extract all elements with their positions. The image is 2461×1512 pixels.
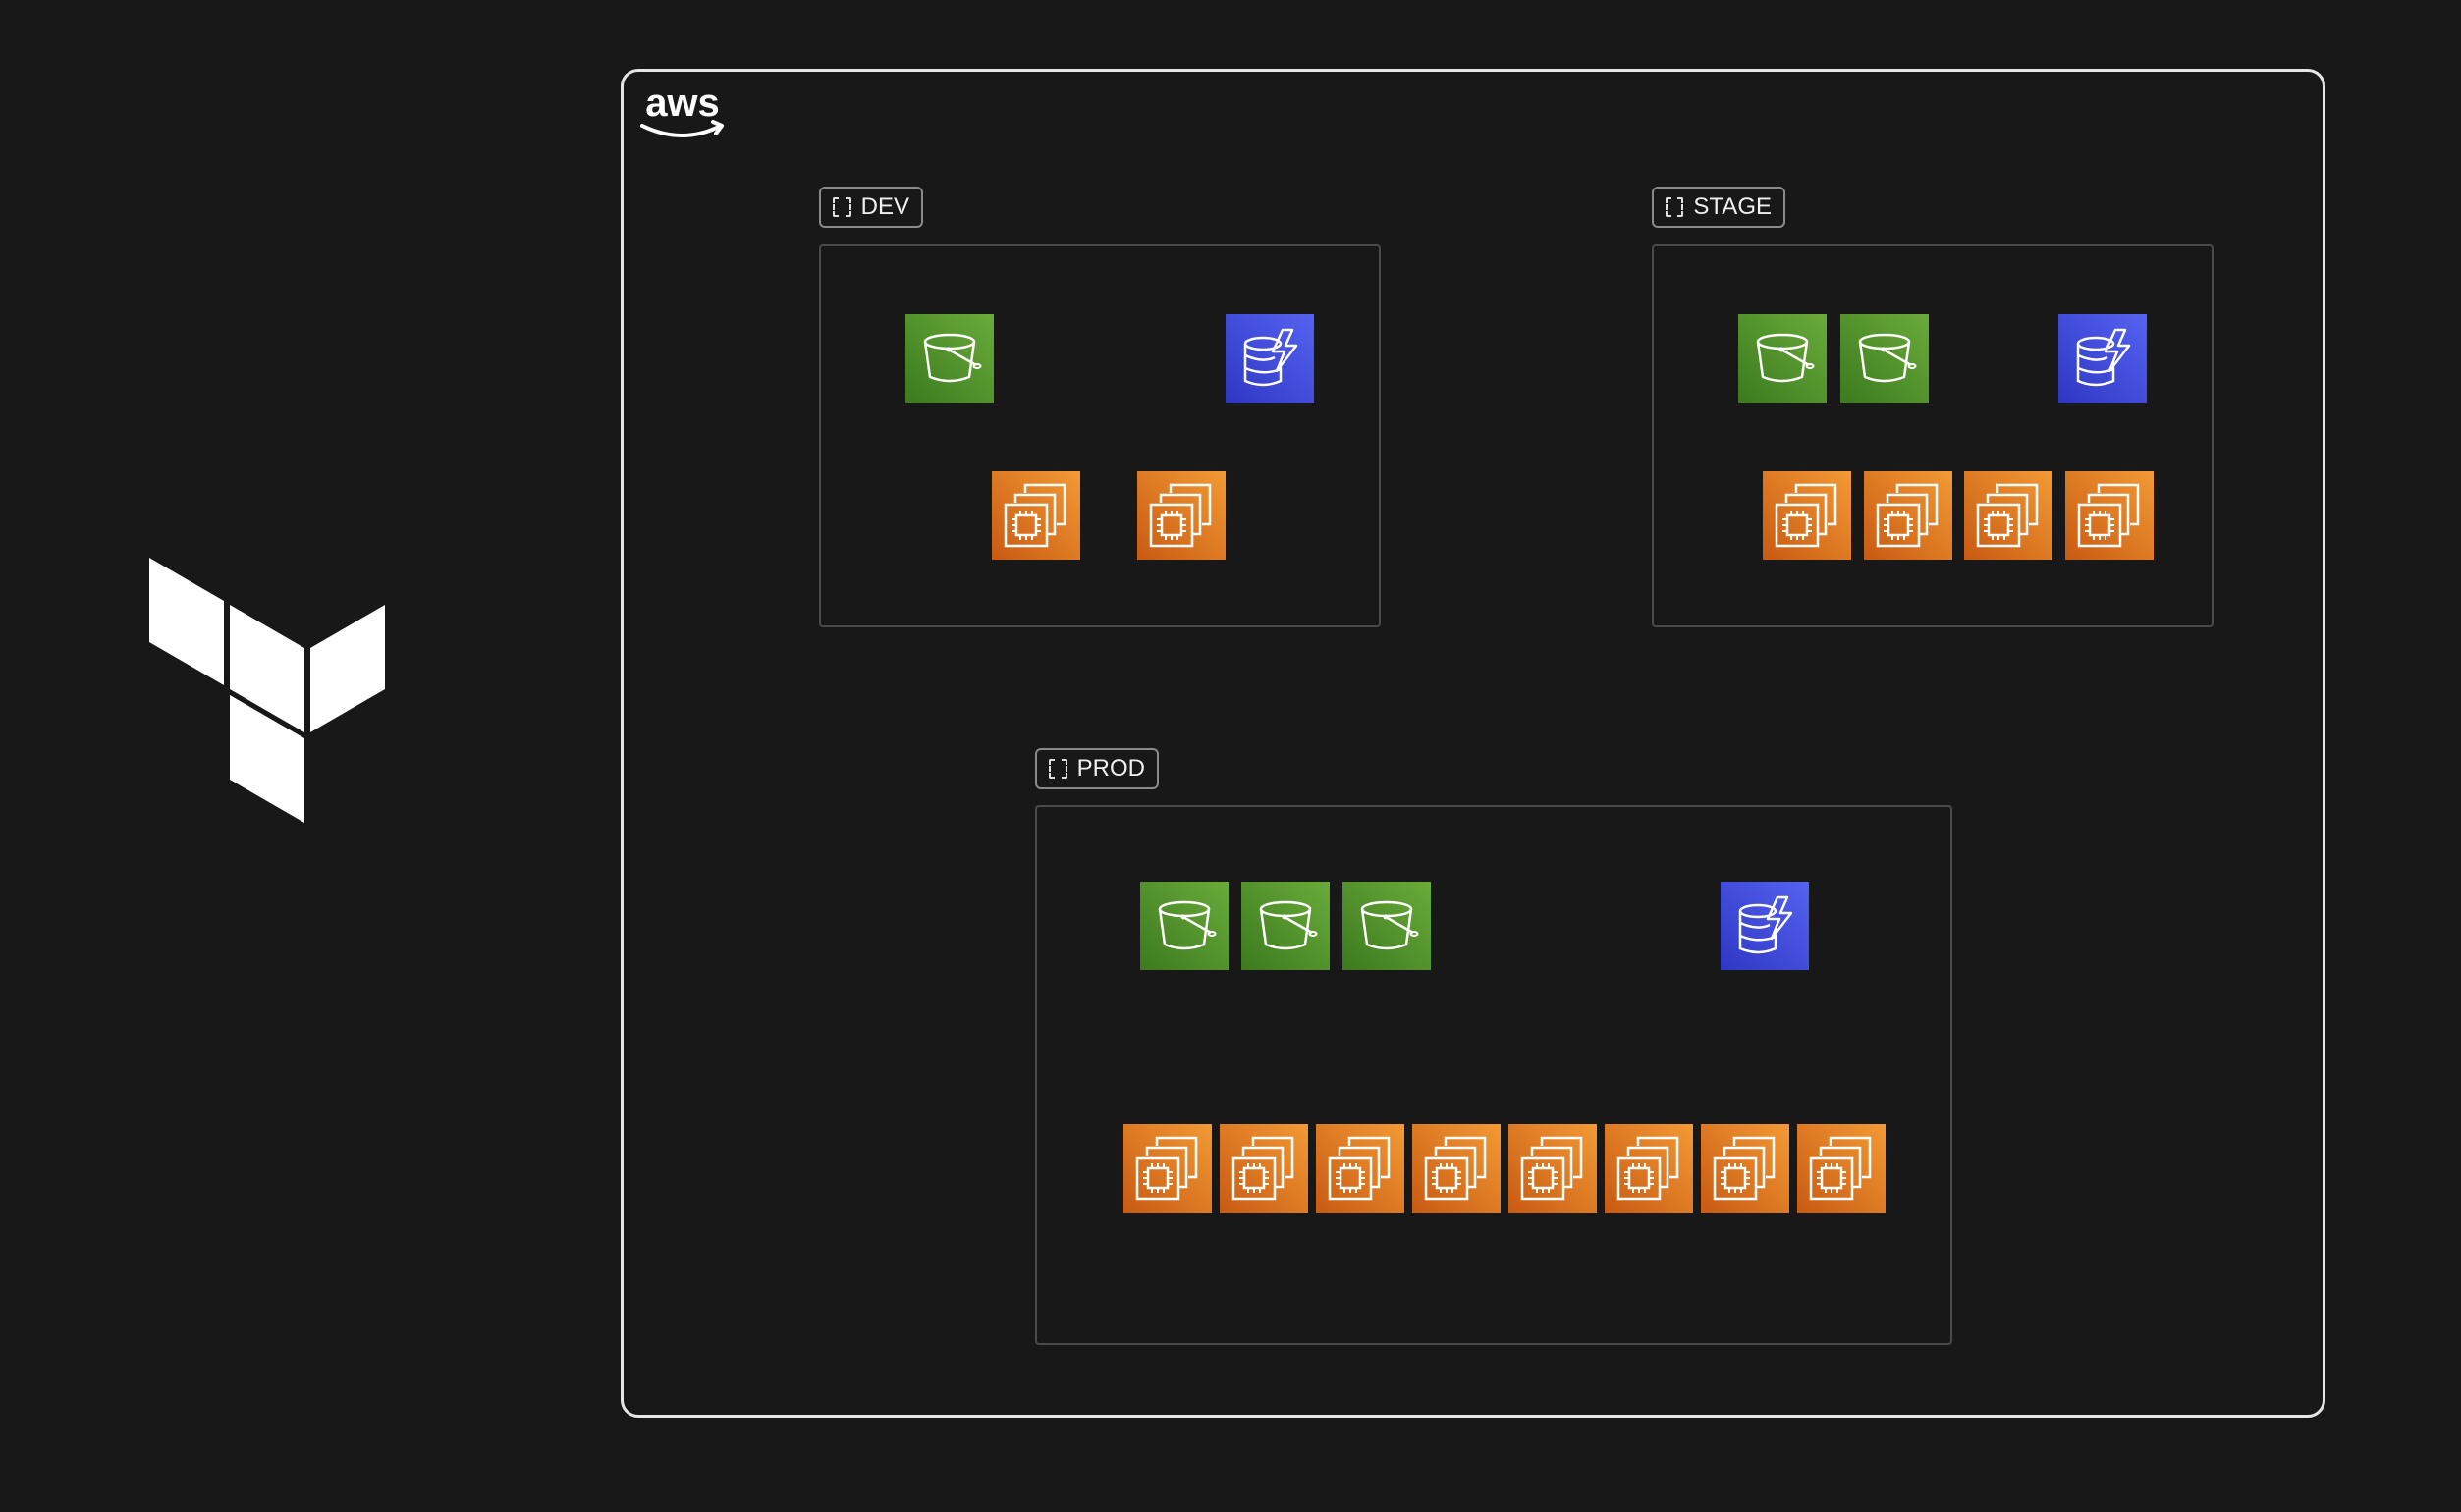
ec2-instances-icon xyxy=(1605,1124,1693,1213)
dashed-region-icon xyxy=(833,197,851,217)
s3-bucket-icon xyxy=(1840,314,1929,403)
ec2-instances-icon xyxy=(1220,1124,1308,1213)
ec2-instances-icon xyxy=(1701,1124,1789,1213)
aws-logo: aws xyxy=(640,82,724,137)
env-group-dev xyxy=(819,244,1381,627)
dynamodb-icon xyxy=(1721,882,1809,970)
ec2-instances-icon xyxy=(1123,1124,1212,1213)
ec2-instances-icon xyxy=(1797,1124,1886,1213)
env-label-text: PROD xyxy=(1076,755,1145,782)
ec2-instances-icon xyxy=(1763,471,1851,560)
env-label-stage: STAGE xyxy=(1652,187,1785,228)
aws-logo-text: aws xyxy=(645,82,720,125)
ec2-instances-icon xyxy=(1964,471,2052,560)
s3-bucket-icon xyxy=(905,314,994,403)
ec2-instances-icon xyxy=(1864,471,1952,560)
env-group-prod xyxy=(1035,805,1952,1345)
env-group-stage xyxy=(1652,244,2214,627)
s3-bucket-icon xyxy=(1140,882,1229,970)
ec2-instances-icon xyxy=(1137,471,1226,560)
ec2-instances-icon xyxy=(1316,1124,1404,1213)
s3-bucket-icon xyxy=(1738,314,1827,403)
env-label-text: STAGE xyxy=(1693,193,1772,220)
dynamodb-icon xyxy=(2058,314,2147,403)
terraform-logo-icon xyxy=(149,558,385,823)
dynamodb-icon xyxy=(1226,314,1314,403)
env-label-text: DEV xyxy=(860,193,909,220)
ec2-instances-icon xyxy=(1412,1124,1501,1213)
ec2-instances-icon xyxy=(2065,471,2154,560)
ec2-instances-icon xyxy=(1508,1124,1597,1213)
ec2-instances-icon xyxy=(992,471,1080,560)
env-label-dev: DEV xyxy=(819,187,923,228)
env-label-prod: PROD xyxy=(1035,748,1159,789)
s3-bucket-icon xyxy=(1342,882,1431,970)
dashed-region-icon xyxy=(1666,197,1684,217)
dashed-region-icon xyxy=(1049,759,1067,779)
s3-bucket-icon xyxy=(1241,882,1330,970)
aws-cloud-boundary xyxy=(621,69,2325,1418)
